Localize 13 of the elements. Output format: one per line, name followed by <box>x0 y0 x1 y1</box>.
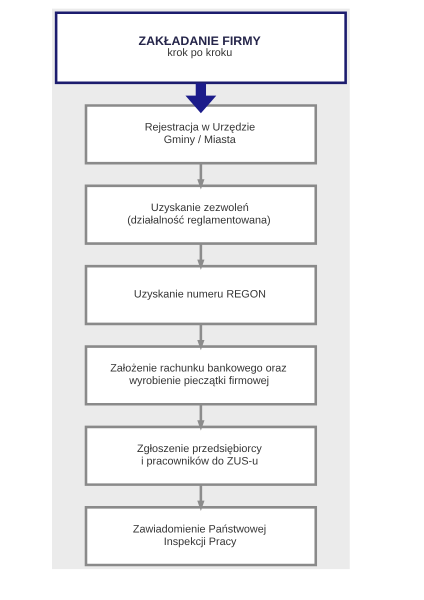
node-box: Rejestracja w Urzędzie Gminy / Miasta <box>84 104 318 164</box>
arrow <box>197 163 204 190</box>
arrow <box>197 244 204 270</box>
node-box: Uzyskanie numeru REGON <box>84 264 318 326</box>
arrow <box>185 83 216 114</box>
arrow <box>197 484 204 511</box>
node-box: Uzyskanie zezwoleń (działalność reglamentowana) <box>84 184 318 245</box>
node-box: ZAKŁADANIE FIRMY krok po kroku <box>54 11 347 84</box>
node-box: Założenie rachunku bankowego oraz wyrobienie pieczątki firmowej <box>84 345 318 406</box>
node-box: Zgłoszenie przedsiębiorcy i pracowników do ZUS-u <box>84 426 318 486</box>
arrow <box>197 404 204 431</box>
node-box: Zawiadomienie Państwowej Inspekcji Pracy <box>84 506 318 566</box>
arrow <box>197 324 204 350</box>
